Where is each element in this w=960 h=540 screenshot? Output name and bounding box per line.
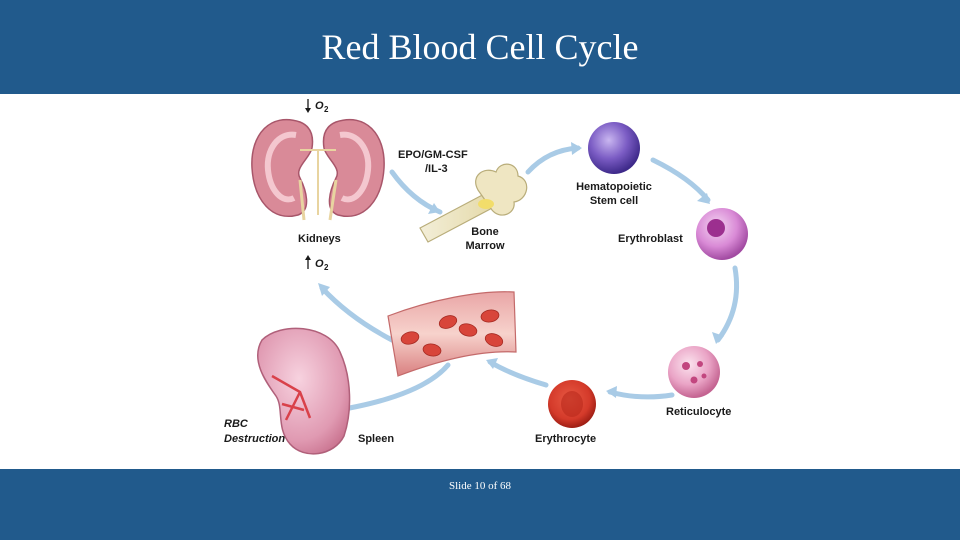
footer-banner: Slide 10 of 68	[0, 469, 960, 540]
bone-marrow-label-line2: Marrow	[465, 240, 505, 252]
erythrocyte-cell	[548, 380, 596, 428]
arrow-marrow-to-stem	[528, 148, 578, 172]
rbc-cycle-diagram: O 2 O 2	[0, 94, 960, 469]
rbc-destruction-label-line1: RBC	[224, 418, 249, 430]
hematopoietic-stem-cell	[588, 122, 640, 174]
reticulocyte-cell	[668, 346, 720, 398]
bone-marrow-label-line1: Bone	[471, 226, 499, 238]
title-banner: Red Blood Cell Cycle	[0, 0, 960, 94]
kidneys-illustration	[252, 120, 384, 220]
arrow-erythrocyte-to-vessel	[490, 362, 546, 385]
stem-cell-label-line1: Hematopoietic	[576, 181, 652, 193]
slide-number: Slide 10 of 68	[0, 480, 960, 492]
arrow-stem-to-erythroblast	[653, 160, 708, 200]
epo-label-line1: EPO/GM-CSF	[398, 149, 468, 161]
spleen-label: Spleen	[358, 433, 394, 445]
arrow-erythroblast-to-reticulocyte	[718, 268, 737, 340]
kidneys-label: Kidneys	[298, 233, 341, 245]
oxygen-bottom: O 2	[305, 255, 329, 272]
oxygen-bottom-subscript: 2	[324, 263, 329, 272]
erythrocyte-label: Erythrocyte	[535, 433, 596, 445]
arrowhead-erythrocyte	[606, 386, 617, 398]
reticulocyte-label: Reticulocyte	[666, 406, 731, 418]
erythroblast-label: Erythroblast	[618, 233, 683, 245]
erythroblast-cell	[696, 208, 748, 260]
slide-title: Red Blood Cell Cycle	[0, 26, 960, 68]
arrowhead-stem	[571, 142, 582, 155]
oxygen-top-label: O	[315, 100, 324, 112]
arrow-vessel-to-kidney	[322, 288, 392, 340]
oxygen-top: O 2	[305, 99, 329, 114]
epo-label-line2: /IL-3	[425, 163, 448, 175]
rbc-destruction-label-line2: Destruction	[224, 433, 285, 445]
stem-cell-label-line2: Stem cell	[590, 195, 638, 207]
arrow-reticulocyte-to-erythrocyte	[610, 392, 672, 397]
oxygen-bottom-label: O	[315, 258, 324, 270]
oxygen-top-subscript: 2	[324, 105, 329, 114]
